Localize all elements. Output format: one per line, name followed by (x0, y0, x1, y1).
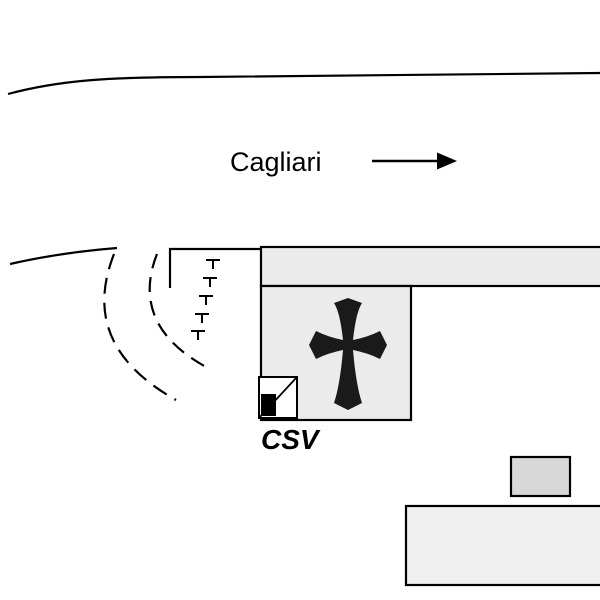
corner-datum-marker-icon (258, 376, 298, 419)
left-road-line (9, 246, 118, 266)
arrow-head (437, 152, 457, 170)
road-band (259, 245, 600, 288)
direction-label: Cagliari (230, 147, 322, 177)
right-arrow-icon (372, 152, 457, 170)
fence-tick (199, 295, 213, 305)
latin-cross-icon (309, 298, 387, 410)
large-building (404, 504, 600, 587)
marker-filled-rect (261, 394, 276, 416)
fence-tick (203, 277, 217, 287)
fence-tick (191, 330, 205, 340)
dashed-arc-inner (148, 253, 209, 369)
fence-tick (195, 313, 209, 323)
dashed-arc-outer (103, 253, 177, 401)
small-building (509, 455, 572, 498)
fence-tick (206, 259, 220, 269)
boundary-corner-line (168, 247, 263, 288)
fence-tick-marks-icon (191, 259, 220, 340)
upper-road-line (7, 71, 600, 96)
site-code-label: CSV (261, 424, 321, 455)
